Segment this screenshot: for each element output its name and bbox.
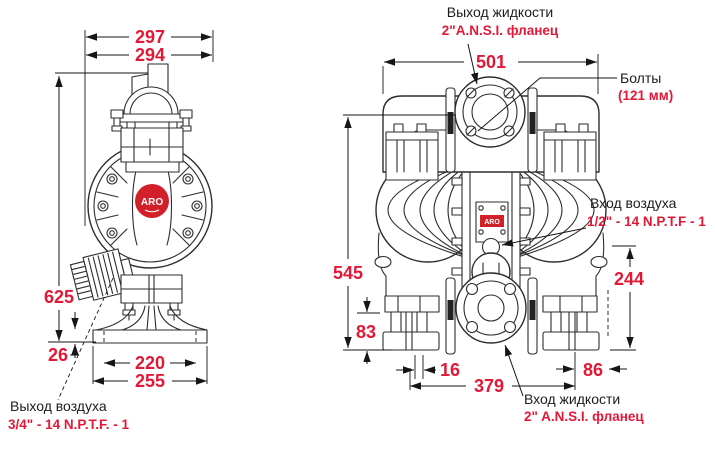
dim-height-625: 625 xyxy=(44,72,148,343)
dim-83-text: 83 xyxy=(356,322,376,342)
dim-base-thickness-26: 26 xyxy=(48,312,79,365)
fluid-outlet-spec: 2"A.N.S.I. фланец xyxy=(442,23,559,38)
dim-height-545: 545 xyxy=(333,114,456,351)
lower-manifold-block xyxy=(120,274,183,321)
lower-side-assemblies xyxy=(382,295,600,351)
air-exhaust-label-group: Выход воздуха 3/4" - 14 N.P.T.F. - 1 xyxy=(8,398,129,432)
fluid-inlet-label: Вход жидкости xyxy=(524,391,620,407)
air-inlet-spec: 1/2" - 14 N.P.T.F - 1 xyxy=(587,214,706,229)
fluid-inlet-spec: 2" A.N.S.I. фланец xyxy=(524,409,644,424)
dim-379-text: 379 xyxy=(474,376,504,396)
air-exhaust-label: Выход воздуха xyxy=(10,398,107,414)
aro-plate-text: ARO xyxy=(484,219,500,226)
front-view: ARO xyxy=(333,4,706,424)
fluid-outlet-flange xyxy=(454,76,526,148)
dim-air-inlet-height-244: 244 xyxy=(607,245,644,351)
dim-side-offset-86: 86 xyxy=(556,360,627,380)
dim-bolt-span-220: 220 xyxy=(104,353,196,373)
dim-base-width-255: 255 xyxy=(92,346,208,391)
dim-width-total-501: 501 xyxy=(382,52,599,94)
upper-manifold-block xyxy=(120,121,184,173)
bolts-leader xyxy=(477,77,617,132)
side-view: ARO xyxy=(8,27,214,432)
flange-clamp-rails-bottom xyxy=(445,277,538,355)
bolts-label-group: Болты (121 мм) xyxy=(618,70,673,103)
dim-16-text: 16 xyxy=(440,360,460,380)
dim-width-outer-297: 297 xyxy=(84,27,214,226)
motor-spokes xyxy=(96,166,204,246)
dim-feet-span-379: 379 xyxy=(409,352,576,396)
fluid-outlet-label: Выход жидкости xyxy=(447,4,553,20)
base-plate xyxy=(92,329,208,344)
muffler xyxy=(69,248,135,301)
aro-badge-text: ARO xyxy=(141,197,163,208)
air-inlet-leader xyxy=(501,227,587,247)
dim-26-text: 26 xyxy=(48,345,68,365)
air-valve-plate: ARO xyxy=(475,201,509,243)
dim-255-text: 255 xyxy=(135,371,165,391)
lower-body-sides xyxy=(374,232,608,297)
flange-clamp-rails-top xyxy=(445,87,538,173)
dim-294-text: 294 xyxy=(135,45,165,65)
upper-side-blocks xyxy=(385,123,597,181)
dim-297-text: 297 xyxy=(135,27,165,47)
fluid-inlet-flange xyxy=(455,272,527,344)
air-inlet-label: Вход воздуха xyxy=(590,195,677,211)
dim-244-text: 244 xyxy=(614,269,644,289)
fluid-inlet-leader xyxy=(504,344,524,397)
badge-swoosh xyxy=(144,209,160,213)
feet xyxy=(95,305,208,331)
flange-bolt-holes xyxy=(465,87,515,137)
dim-foot-height-83: 83 xyxy=(356,297,380,364)
motor-bolts xyxy=(97,173,203,239)
dim-86-text: 86 xyxy=(583,360,603,380)
aro-badge: ARO xyxy=(135,184,169,218)
dim-625-text: 625 xyxy=(44,287,74,307)
dim-545-text: 545 xyxy=(333,263,363,283)
fluid-outlet-leader xyxy=(467,43,479,85)
clamp-band xyxy=(110,86,193,132)
dim-foot-width-16: 16 xyxy=(396,355,460,380)
air-exhaust-leader xyxy=(57,277,114,401)
fluid-outlet-label-group: Выход жидкости 2"A.N.S.I. фланец xyxy=(442,4,559,38)
bolts-label: Болты xyxy=(620,70,661,86)
dim-220-text: 220 xyxy=(135,353,165,373)
air-exhaust-spec: 3/4" - 14 N.P.T.F. - 1 xyxy=(8,417,129,432)
fluid-inlet-label-group: Вход жидкости 2" A.N.S.I. фланец xyxy=(524,391,644,424)
dim-width-body-294: 294 xyxy=(86,45,212,65)
bolts-spec: (121 мм) xyxy=(618,88,673,103)
air-inlet-label-group: Вход воздуха 1/2" - 14 N.P.T.F - 1 xyxy=(587,195,706,229)
dim-501-text: 501 xyxy=(476,52,506,72)
